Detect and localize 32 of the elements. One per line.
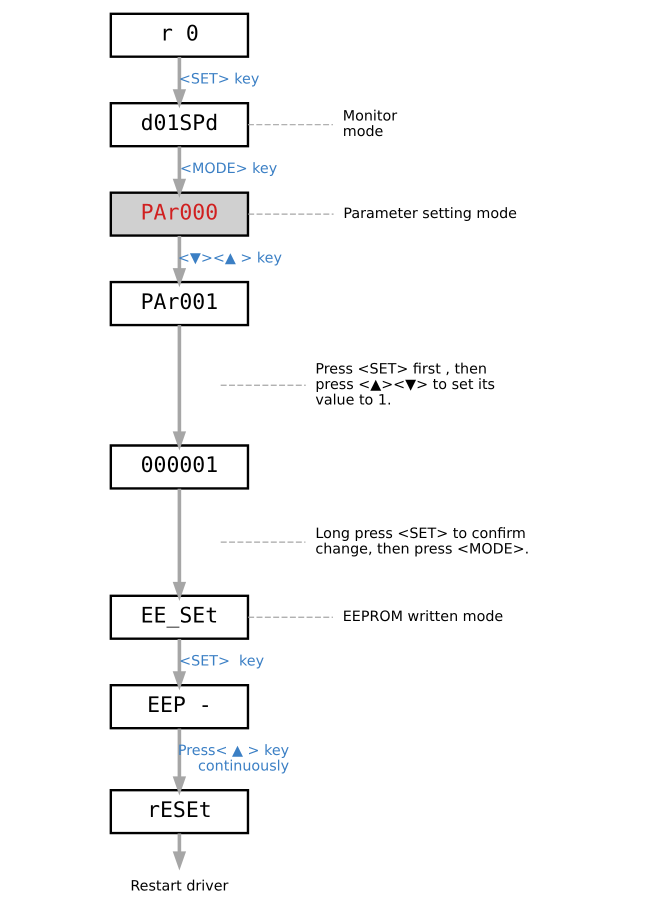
arrow: [172, 832, 186, 870]
node-box: r 0: [110, 12, 250, 58]
arrow: [172, 728, 186, 795]
arrow: [172, 235, 186, 287]
node-box: rESEt: [110, 788, 250, 834]
edge-label: Press< ▲ > key continuously: [178, 742, 290, 774]
connector: [248, 616, 333, 618]
edge-label: <SET> key: [178, 71, 260, 88]
arrow: [172, 146, 186, 198]
node-box: EEP -: [110, 684, 250, 729]
node-box: 000001: [110, 444, 250, 490]
node-text: EEPROM written mode: [342, 608, 504, 624]
arrow: [172, 56, 186, 108]
connector: [248, 213, 334, 214]
connector: [220, 541, 306, 542]
node-box: d01SPd: [110, 102, 250, 147]
edge-label: <▼><▲ > key: [178, 250, 282, 266]
node-text: Press <SET> first , then press <▲><▼> to set its value to 1.: [315, 360, 496, 408]
node-text: Parameter setting mode: [343, 205, 517, 222]
connector: [248, 124, 333, 125]
arrow: [172, 488, 186, 601]
node-box: EE_SEt: [110, 594, 250, 640]
edge-label: <MODE> key: [180, 160, 278, 177]
edge-label: <SET> key: [179, 653, 264, 670]
connector: [220, 384, 306, 386]
node-box: PAr000: [110, 190, 250, 236]
node-box: PAr001: [110, 280, 250, 326]
arrow: [172, 324, 186, 450]
node-text: Restart driver: [130, 878, 228, 894]
node-text: Long press <SET> to confirm change, then press <MODE>.: [315, 526, 530, 558]
node-text: Monitor mode: [342, 108, 398, 140]
arrow: [172, 638, 186, 690]
